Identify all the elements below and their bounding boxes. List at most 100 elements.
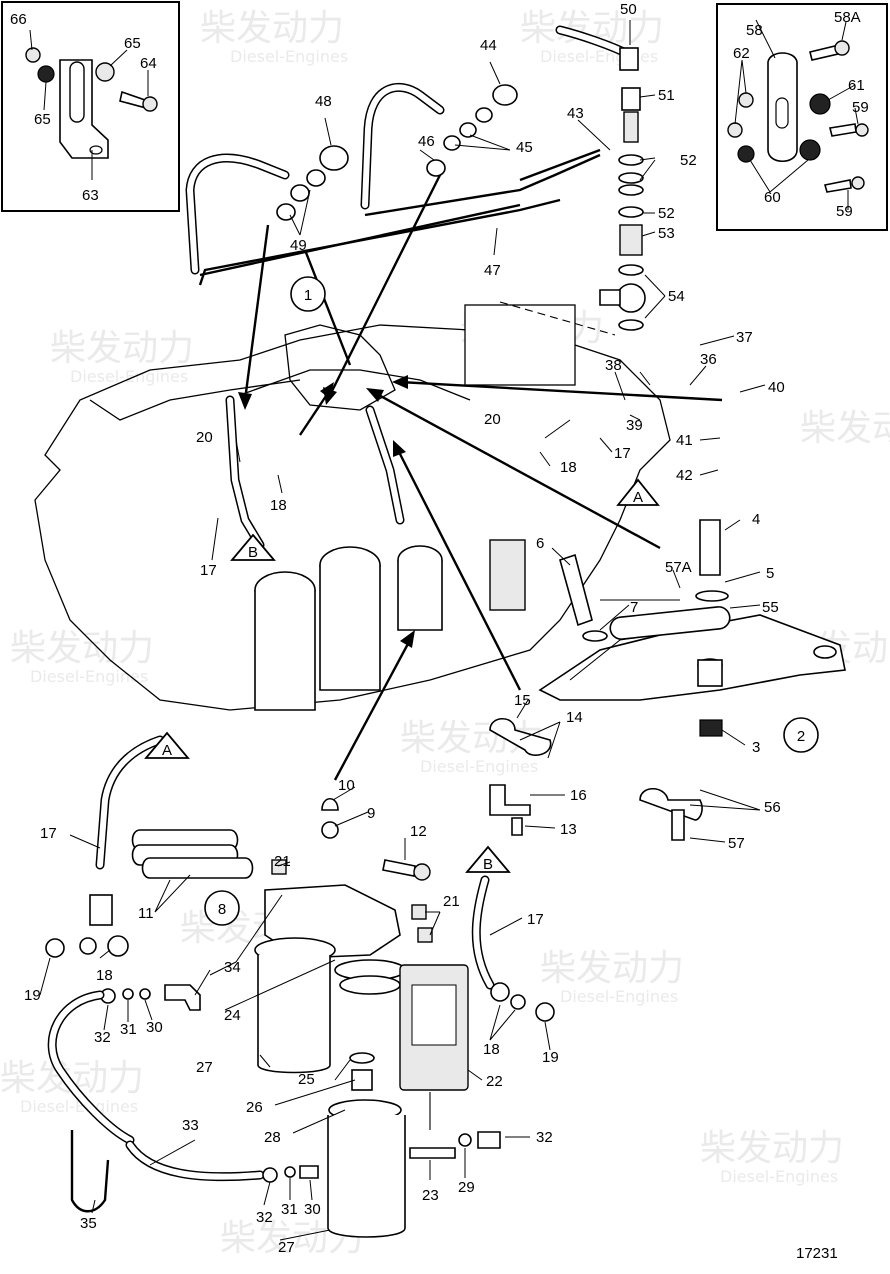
callout-17: 17 xyxy=(527,911,544,928)
callout-27: 27 xyxy=(278,1239,295,1256)
callout-32: 32 xyxy=(536,1129,553,1146)
callout-12: 12 xyxy=(410,823,427,840)
reference-markers: 1 2 8 A B A B xyxy=(144,276,819,926)
callout-18: 18 xyxy=(483,1041,500,1058)
callout-34: 34 xyxy=(224,959,241,976)
callout-28: 28 xyxy=(264,1129,281,1146)
section-triangle-b-label: B xyxy=(248,544,258,561)
callout-38: 38 xyxy=(605,357,622,374)
callout-57a: 57A xyxy=(665,559,692,576)
watermark-en: Diesel-Engines xyxy=(70,367,188,386)
callout-29: 29 xyxy=(458,1179,475,1196)
callout-13: 13 xyxy=(560,821,577,838)
callout-32: 32 xyxy=(94,1029,111,1046)
callout-53: 53 xyxy=(658,225,675,242)
section-triangle-b-label: B xyxy=(483,856,493,873)
callout-9: 9 xyxy=(367,805,375,822)
watermark-en: Diesel-Engines xyxy=(30,667,148,686)
callout-64: 64 xyxy=(140,55,157,72)
inset-clamp-right xyxy=(716,3,888,231)
callout-47: 47 xyxy=(484,262,501,279)
callout-48: 48 xyxy=(315,93,332,110)
callout-58: 58 xyxy=(746,22,763,39)
leader-lines xyxy=(29,19,859,1241)
watermark-cn: 柴发动力 xyxy=(10,628,154,669)
inset-bracket-left xyxy=(1,1,180,212)
section-triangle-b xyxy=(230,533,276,561)
callout-55: 55 xyxy=(762,599,779,616)
callout-54: 54 xyxy=(668,288,685,305)
callout-19: 19 xyxy=(542,1049,559,1066)
callout-62: 62 xyxy=(733,45,750,62)
callout-6: 6 xyxy=(536,535,544,552)
callout-5: 5 xyxy=(766,565,774,582)
ref-circle-2 xyxy=(783,717,819,753)
watermark-cn: 柴发动力 xyxy=(200,8,344,49)
callout-50: 50 xyxy=(620,1,637,18)
callout-18: 18 xyxy=(560,459,577,476)
callout-17: 17 xyxy=(200,562,217,579)
section-triangle-a-label: A xyxy=(633,489,643,506)
flow-arrows xyxy=(238,174,723,781)
callout-56: 56 xyxy=(764,799,781,816)
callout-3: 3 xyxy=(752,739,760,756)
watermark-cn: 柴发动力 xyxy=(50,328,194,369)
callout-42: 42 xyxy=(676,467,693,484)
callout-33: 33 xyxy=(182,1117,199,1134)
callout-65: 65 xyxy=(124,35,141,52)
callout-18: 18 xyxy=(96,967,113,984)
callout-39: 39 xyxy=(626,417,643,434)
drawing-number: 17231 xyxy=(796,1245,838,1262)
section-triangle-b xyxy=(465,845,511,873)
watermark-en: Diesel-Engines xyxy=(540,47,658,66)
callout-15: 15 xyxy=(514,692,531,709)
callout-4: 4 xyxy=(752,511,760,528)
callout-35: 35 xyxy=(80,1215,97,1232)
callout-63: 63 xyxy=(82,187,99,204)
watermark-cn: 柴发动力 xyxy=(800,408,890,449)
callout-27: 27 xyxy=(196,1059,213,1076)
callout-21: 21 xyxy=(274,853,291,870)
callout-60: 60 xyxy=(764,189,781,206)
callout-30: 30 xyxy=(146,1019,163,1036)
callout-18: 18 xyxy=(270,497,287,514)
callout-51: 51 xyxy=(658,87,675,104)
callout-46: 46 xyxy=(418,133,435,150)
section-triangle-a xyxy=(616,478,660,506)
watermark-cn: 柴发动力 xyxy=(540,948,684,989)
callout-21: 21 xyxy=(443,893,460,910)
callout-65: 65 xyxy=(34,111,51,128)
watermark-layer: 柴发动力 Diesel-Engines 柴发动力 Diesel-Engines … xyxy=(0,8,890,1259)
filter-assembly xyxy=(45,735,555,1238)
callout-59: 59 xyxy=(852,99,869,116)
callout-17: 17 xyxy=(614,445,631,462)
callout-61: 61 xyxy=(848,77,865,94)
callout-36: 36 xyxy=(700,351,717,368)
ref-circle-8 xyxy=(204,890,240,926)
watermark-en: Diesel-Engines xyxy=(560,987,678,1006)
callout-26: 26 xyxy=(246,1099,263,1116)
callout-30: 30 xyxy=(304,1201,321,1218)
watermark-en: Diesel-Engines xyxy=(720,1167,838,1186)
callout-31: 31 xyxy=(120,1021,137,1038)
callout-31: 31 xyxy=(281,1201,298,1218)
injection-pipes-top xyxy=(185,25,646,331)
callout-40: 40 xyxy=(768,379,785,396)
callout-41: 41 xyxy=(676,432,693,449)
callout-37: 37 xyxy=(736,329,753,346)
ref-circle-8-label: 8 xyxy=(218,901,226,918)
callout-44: 44 xyxy=(480,37,497,54)
callout-7: 7 xyxy=(630,599,638,616)
callout-20: 20 xyxy=(196,429,213,446)
callout-14: 14 xyxy=(566,709,583,726)
callout-52: 52 xyxy=(658,205,675,222)
section-triangle-a-label: A xyxy=(162,742,172,759)
callout-52: 52 xyxy=(680,152,697,169)
ref-circle-1 xyxy=(290,276,326,312)
ref-circle-1-label: 1 xyxy=(304,287,312,304)
callout-17: 17 xyxy=(40,825,57,842)
callout-32: 32 xyxy=(256,1209,273,1226)
callout-43: 43 xyxy=(567,105,584,122)
callout-59: 59 xyxy=(836,203,853,220)
